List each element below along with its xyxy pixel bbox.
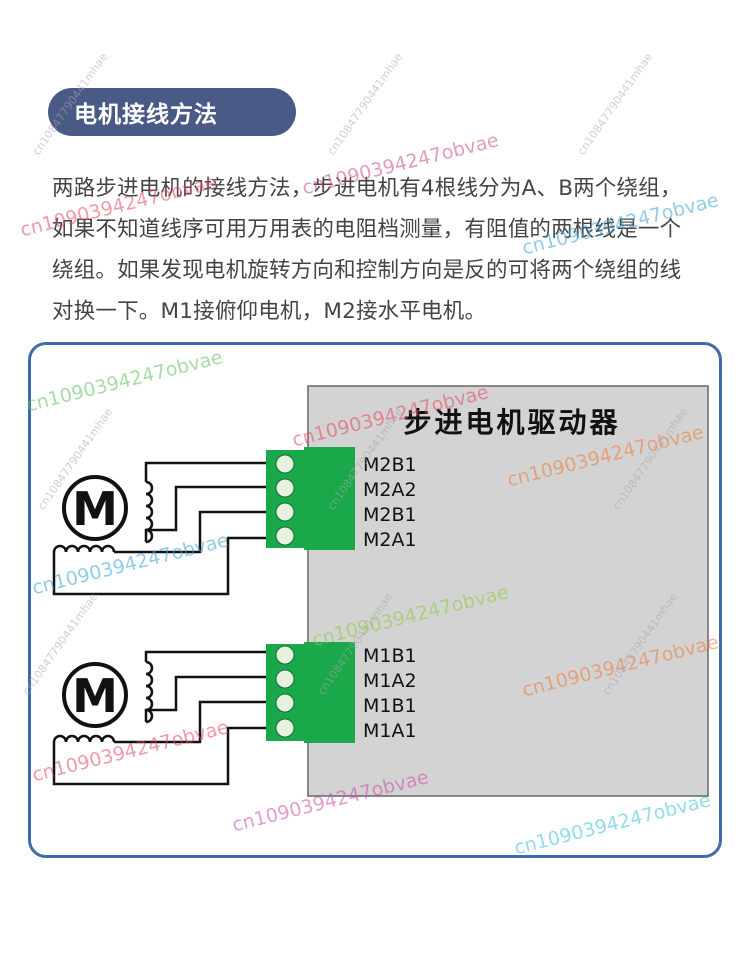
- motor-1-symbol: [62, 662, 128, 728]
- terminal-label: M1A2: [363, 670, 417, 692]
- terminal-screw: [275, 502, 295, 522]
- intro-paragraph: 两路步进电机的接线方法，步进电机有4根线分为A、B两个绕组，如果不知道线序可用万…: [52, 176, 682, 324]
- driver-title: 步进电机驱动器: [403, 406, 620, 439]
- motor-1-group: M M1B1 M1A2 M1B1 M1A1: [52, 642, 417, 786]
- motor-2-screws: [275, 454, 295, 546]
- motor-2-wire-1: [144, 461, 268, 482]
- motor-2-terminal-block-rear: [304, 447, 355, 550]
- terminal-screw: [275, 718, 295, 738]
- motor-1-wire-3: [114, 700, 268, 744]
- wiring-diagram: 步进电机驱动器 M M2B1 M2A2 M2B1 M2A1: [52, 385, 709, 797]
- motor-2-terminal-labels: M2B1 M2A2 M2B1 M2A1: [363, 454, 417, 551]
- motor-1-terminal-labels: M1B1 M1A2 M1B1 M1A1: [363, 645, 417, 742]
- motor-1-letter: M: [72, 669, 118, 723]
- terminal-label: M2A2: [363, 479, 417, 501]
- motor-2-coil-b: [52, 544, 116, 553]
- motor-1-wire-1: [144, 650, 268, 662]
- motor-1-screws: [275, 645, 295, 738]
- terminal-screw: [275, 526, 295, 546]
- watermark: cn10847790441mhae: [325, 50, 406, 158]
- motor-2-letter: M: [72, 482, 118, 536]
- terminal-screw: [275, 693, 295, 713]
- terminal-screw: [275, 669, 295, 689]
- driver-box: [307, 385, 709, 797]
- motor-1-terminal-block-rear: [304, 642, 355, 743]
- motor-1-wire-4: [52, 726, 268, 786]
- terminal-label: M1B1: [363, 695, 417, 717]
- terminal-label: M2B1: [363, 504, 417, 526]
- motor-1-coil-b: [52, 734, 116, 743]
- motor-2-group: M M2B1 M2A2 M2B1 M2A1: [52, 447, 417, 596]
- motor-2-wire-3: [114, 510, 268, 554]
- terminal-label: M2A1: [363, 529, 417, 551]
- motor-2-symbol: [62, 475, 128, 541]
- terminal-screw: [275, 454, 295, 474]
- terminal-label: M1B1: [363, 645, 417, 667]
- motor-2-wire-4: [52, 536, 268, 596]
- terminal-screw: [275, 478, 295, 498]
- terminal-screw: [275, 645, 295, 665]
- section-title: 电机接线方法: [74, 102, 218, 128]
- section-title-pill: 电机接线方法: [48, 88, 296, 136]
- motor-2-wire-2: [144, 485, 268, 542]
- watermark: cn10847790441mhae: [575, 50, 656, 158]
- terminal-label: M1A1: [363, 720, 417, 742]
- terminal-label: M2B1: [363, 454, 417, 476]
- motor-1-wire-2: [144, 675, 268, 722]
